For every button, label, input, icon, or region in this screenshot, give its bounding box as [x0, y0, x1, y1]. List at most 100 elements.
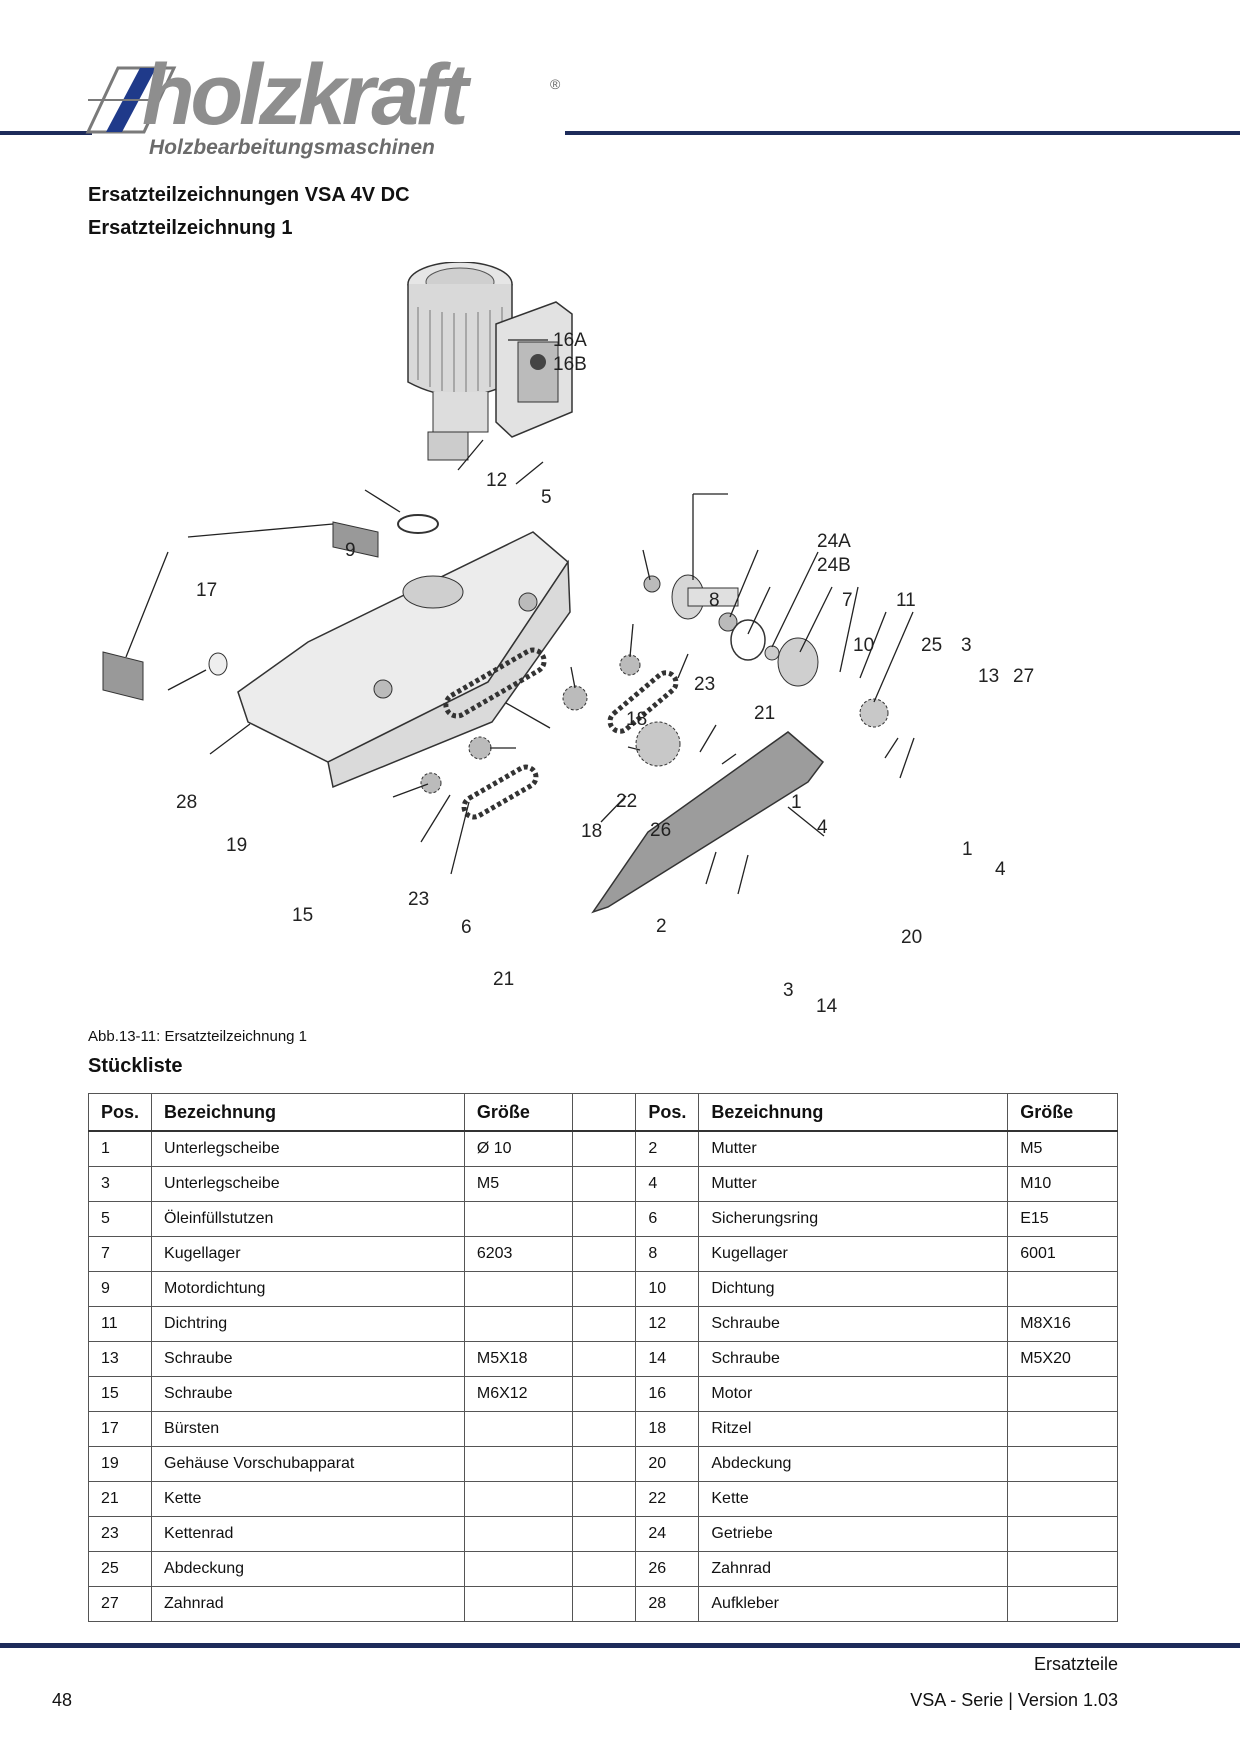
- callout-11: 11: [896, 590, 916, 611]
- table-cell: 19: [87, 1446, 153, 1482]
- table-cell: Mutter: [698, 1166, 1009, 1202]
- table-cell: [1007, 1551, 1118, 1587]
- table-cell: M5: [1007, 1130, 1118, 1167]
- table-cell: 15: [87, 1376, 153, 1412]
- table-cell: Zahnrad: [698, 1551, 1009, 1587]
- column-header: Pos.: [635, 1093, 700, 1132]
- table-cell: 10: [635, 1271, 700, 1307]
- cover-plate-part: [591, 731, 825, 914]
- table-cell: [571, 1271, 637, 1307]
- page-number: 48: [52, 1690, 73, 1710]
- table-cell: 7: [87, 1236, 153, 1272]
- table-cell: [571, 1586, 637, 1622]
- table-cell: [1007, 1271, 1118, 1307]
- callout-16a: 16A: [553, 330, 587, 351]
- table-cell: 1: [87, 1130, 153, 1167]
- table-cell: 25: [87, 1551, 153, 1587]
- gearbox-part: [643, 574, 819, 687]
- motor-part: [407, 262, 573, 461]
- callout-3-lower: 3: [783, 980, 794, 1001]
- table-cell: Schraube: [698, 1341, 1009, 1377]
- table-cell: [571, 1481, 637, 1517]
- figure-caption: Abb.13-11: Ersatzteilzeichnung 1: [88, 1028, 308, 1045]
- callout-1-upper: 1: [791, 792, 802, 813]
- table-cell: [1007, 1516, 1118, 1552]
- gear-part-26: [635, 721, 681, 767]
- parts-table: Pos. Bezeichnung Größe Pos. Bezeichnung …: [87, 1093, 1118, 1622]
- table-cell: Kugellager: [151, 1236, 465, 1272]
- table-cell: [571, 1341, 637, 1377]
- callout-21-lower: 21: [493, 969, 514, 990]
- table-cell: [571, 1306, 637, 1342]
- logo-wordmark: holzkraft: [142, 47, 468, 143]
- housing-part: [237, 531, 571, 789]
- table-cell: Bürsten: [151, 1411, 465, 1447]
- callout-6: 6: [461, 917, 472, 938]
- table-cell: 6: [635, 1201, 700, 1237]
- table-cell: 12: [635, 1306, 700, 1342]
- brush-part-lower: [102, 651, 144, 701]
- table-cell: Unterlegscheibe: [151, 1130, 465, 1167]
- logo-mark-icon: [85, 66, 177, 134]
- table-cell: 2: [635, 1130, 700, 1167]
- table-cell: [571, 1446, 637, 1482]
- table-cell: Ritzel: [698, 1411, 1009, 1447]
- column-header: Bezeichnung: [151, 1093, 465, 1132]
- table-cell: 13: [87, 1341, 153, 1377]
- table-cell: Kugellager: [698, 1236, 1009, 1272]
- table-cell: [571, 1551, 637, 1587]
- table-cell: 28: [635, 1586, 700, 1622]
- table-cell: [463, 1411, 573, 1447]
- table-cell: [1007, 1481, 1118, 1517]
- table-cell: [571, 1166, 637, 1202]
- table-cell: M5: [463, 1166, 573, 1202]
- table-cell: Getriebe: [698, 1516, 1009, 1552]
- table-cell: 3: [87, 1166, 153, 1202]
- callout-14: 14: [816, 996, 838, 1017]
- header-rule-right: [565, 131, 1240, 135]
- gear-part-27: [859, 698, 889, 728]
- sprocket-part-23-upper: [619, 654, 641, 676]
- callout-23-upper: 23: [694, 674, 715, 695]
- column-header: Größe: [1007, 1093, 1118, 1132]
- table-cell: Zahnrad: [151, 1586, 465, 1622]
- callout-26: 26: [650, 820, 671, 841]
- drawing-title: Ersatzteilzeichnung 1: [88, 217, 293, 239]
- table-cell: Sicherungsring: [698, 1201, 1009, 1237]
- sprocket-part-18-upper: [562, 685, 588, 711]
- table-cell: Kette: [698, 1481, 1009, 1517]
- table-cell: 11: [87, 1306, 153, 1342]
- table-cell: [571, 1201, 637, 1237]
- column-header: Pos.: [87, 1093, 153, 1132]
- column-header: Größe: [463, 1093, 573, 1132]
- table-cell: [463, 1306, 573, 1342]
- table-cell: Dichtring: [151, 1306, 465, 1342]
- callout-19: 19: [226, 835, 247, 856]
- table-cell: 6001: [1007, 1236, 1118, 1272]
- table-cell: [463, 1586, 573, 1622]
- table-cell: 26: [635, 1551, 700, 1587]
- table-cell: M8X16: [1007, 1306, 1118, 1342]
- table-cell: [571, 1130, 637, 1167]
- callout-28: 28: [176, 792, 197, 813]
- footer-rule: [0, 1643, 1240, 1648]
- column-header: [571, 1093, 637, 1132]
- table-cell: Kette: [151, 1481, 465, 1517]
- table-cell: [463, 1271, 573, 1307]
- table-cell: M10: [1007, 1166, 1118, 1202]
- page-title: Ersatzteilzeichnungen VSA 4V DC: [88, 184, 410, 206]
- table-cell: [571, 1376, 637, 1412]
- brush-part-upper: [332, 521, 379, 558]
- table-cell: Schraube: [151, 1341, 465, 1377]
